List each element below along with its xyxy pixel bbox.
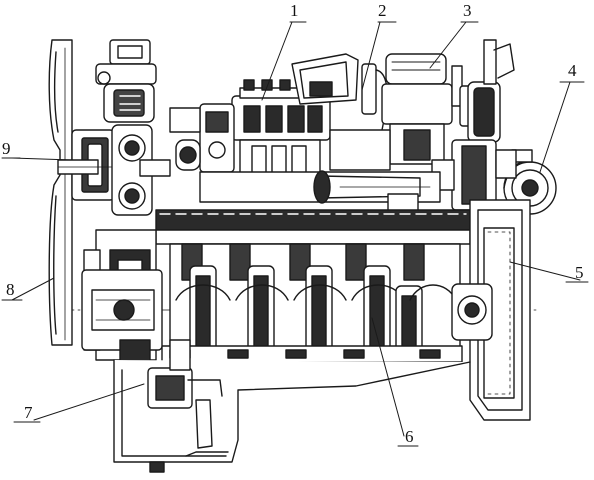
front-pulley-assembly bbox=[57, 124, 171, 216]
leader-1 bbox=[261, 21, 293, 101]
callout-1: 1 bbox=[290, 1, 299, 20]
leader-lines bbox=[1, 21, 589, 447]
crank-throw-1 bbox=[175, 243, 231, 357]
callout-3: 3 bbox=[463, 1, 472, 20]
callout-2: 2 bbox=[378, 1, 387, 20]
callout-7: 7 bbox=[24, 403, 33, 422]
callout-9: 9 bbox=[2, 139, 11, 158]
callout-8: 8 bbox=[6, 280, 15, 299]
crank-throw-4 bbox=[345, 243, 405, 357]
crankshaft-cranks bbox=[161, 243, 463, 371]
callout-4: 4 bbox=[568, 61, 577, 80]
leader-9 bbox=[11, 157, 73, 161]
leader-8 bbox=[11, 277, 55, 301]
leader-7 bbox=[33, 383, 145, 421]
leader-2 bbox=[361, 21, 381, 91]
leader-4 bbox=[539, 81, 571, 173]
oil-pump bbox=[147, 339, 223, 449]
pump-drive-shaft bbox=[199, 129, 441, 213]
crank-pulley bbox=[81, 269, 163, 371]
cooling-fan bbox=[48, 39, 73, 346]
callout-6: 6 bbox=[405, 427, 414, 446]
flywheel-housing bbox=[451, 199, 531, 421]
crank-throw-2 bbox=[229, 243, 289, 357]
crank-throw-3 bbox=[289, 243, 347, 357]
leader-3 bbox=[429, 21, 467, 69]
leader-6 bbox=[371, 317, 405, 437]
air-compressor bbox=[381, 53, 479, 165]
injection-pump bbox=[169, 79, 331, 179]
leader-5 bbox=[509, 261, 581, 281]
callout-5: 5 bbox=[575, 263, 584, 282]
exhaust-manifold bbox=[467, 39, 515, 143]
water-outlet-stack bbox=[95, 39, 157, 123]
